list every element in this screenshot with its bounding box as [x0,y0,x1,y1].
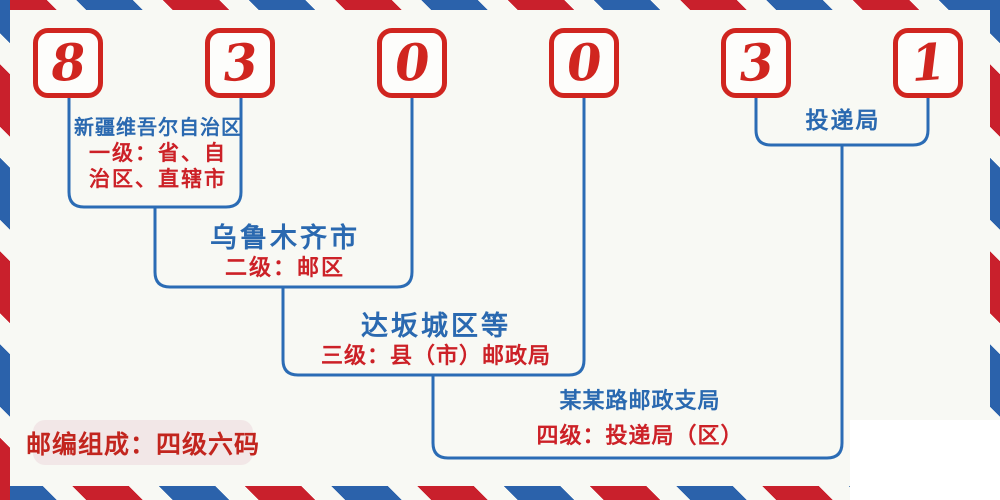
level4-region: 某某路邮政支局 [559,388,721,413]
level3-desc: 三级：县（市）邮政局 [320,343,551,368]
delivery-bureau-label: 投递局 [757,107,929,134]
level2-desc: 二级：邮区 [224,255,345,280]
digit-box-5: 3 [721,28,791,98]
airmail-border-left [0,0,10,500]
level1-desc-line2: 治区、直辖市 [89,168,227,191]
level3-region: 达坂城区等 [361,311,511,341]
level1-desc-line1: 一级：省、自 [89,142,227,165]
composition-badge: 邮编组成：四级六码 [26,420,259,465]
bracket-delivery [754,96,930,147]
corner-white-patch [850,420,1000,500]
airmail-border-top [0,0,1000,10]
level2-region: 乌鲁木齐市 [210,223,360,253]
digit-6: 1 [908,31,948,94]
level4-label: 某某路邮政支局 四级：投递局（区） [492,389,788,448]
delivery-bureau-text: 投递局 [805,107,881,133]
bracket-level4 [431,145,844,460]
level4-desc: 四级：投递局（区） [536,423,744,448]
digit-2: 3 [220,31,260,94]
digit-box-1: 8 [33,28,103,98]
digit-box-3: 0 [377,28,447,98]
digit-box-6: 1 [893,28,963,98]
digit-3: 0 [392,31,432,94]
level1-region: 新疆维吾尔自治区 [74,117,242,139]
digit-5: 3 [736,31,776,94]
digit-box-2: 3 [205,28,275,98]
digit-box-4: 0 [549,28,619,98]
level3-label: 达坂城区等 三级：县（市）邮政局 [291,311,581,369]
level2-label: 乌鲁木齐市 二级：邮区 [163,223,407,281]
level1-label: 新疆维吾尔自治区 一级：省、自 治区、直辖市 [64,116,252,193]
digit-1: 8 [48,31,88,94]
digit-4: 0 [564,31,604,94]
airmail-border-right [990,0,1000,500]
composition-badge-text: 邮编组成：四级六码 [26,429,261,459]
airmail-border-bottom [0,486,1000,500]
